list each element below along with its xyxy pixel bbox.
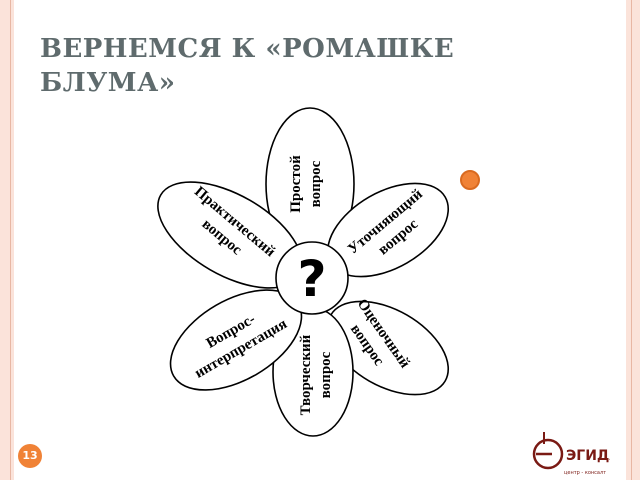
petal-creative-line2: вопрос [318, 351, 334, 398]
slide-title-line1: ВЕРНЕМСЯ К «РОМАШКЕ [40, 34, 455, 64]
logo-tagline: центр - консалт [564, 470, 606, 476]
daisy-center-question-mark: ? [297, 250, 326, 308]
petal-creative-line1: Творческий [298, 334, 314, 415]
slide-title-line2: БЛУМА» [40, 68, 176, 98]
daisy-center [275, 241, 349, 315]
bloom-daisy-diagram: ? Простой вопрос Уточняющий вопрос Оцено… [157, 107, 450, 437]
petal-simple-line2: вопрос [308, 160, 324, 207]
orange-bullet-dot [460, 170, 480, 190]
petal-simple-line1: Простой [288, 155, 304, 213]
slide-page-number: 13 [18, 444, 42, 468]
right-frame-border [626, 0, 640, 480]
slide-title: ВЕРНЕМСЯ К «РОМАШКЕ БЛУМА» [40, 32, 480, 100]
logo-name: ЭГИДА [566, 448, 610, 464]
left-frame-border [0, 0, 14, 480]
logo-ring-icon [532, 438, 564, 470]
egida-logo: ЭГИДА центр - консалт [532, 432, 610, 476]
